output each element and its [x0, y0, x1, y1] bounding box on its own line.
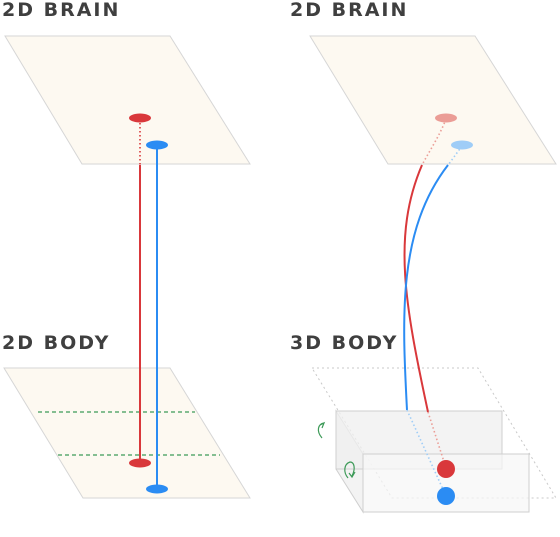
- right-red-connection: [403, 164, 429, 413]
- right-brain-plane: [309, 35, 557, 165]
- curved-arrow-icon: [317, 421, 326, 439]
- left-panel: [3, 35, 251, 499]
- right-panel: [309, 35, 557, 514]
- right-red-brain-node: [435, 113, 457, 123]
- right-body-ghost-plane: [311, 367, 557, 499]
- left-blue-body-node: [146, 484, 168, 494]
- right-blue-dotted-stub: [447, 145, 463, 166]
- right-red-dotted-stub: [421, 118, 447, 166]
- right-red-inside-box: [427, 411, 447, 469]
- right-body-label: 3D BODY: [290, 332, 398, 354]
- left-body-label: 2D BODY: [2, 332, 110, 354]
- left-brain-label: 2D BRAIN: [2, 0, 120, 21]
- box-front-face: [362, 453, 530, 513]
- right-red-body-node: [437, 460, 455, 478]
- left-brain-plane: [4, 35, 251, 165]
- curved-arrow-icon: [344, 461, 356, 479]
- left-red-brain-node: [129, 113, 151, 123]
- left-red-body-node: [129, 458, 151, 468]
- right-brain-label: 2D BRAIN: [290, 0, 408, 21]
- left-blue-brain-node: [146, 140, 168, 150]
- right-blue-connection: [403, 164, 449, 411]
- right-blue-brain-node: [451, 140, 473, 150]
- left-body-plane: [3, 367, 251, 499]
- right-blue-body-node: [437, 487, 455, 505]
